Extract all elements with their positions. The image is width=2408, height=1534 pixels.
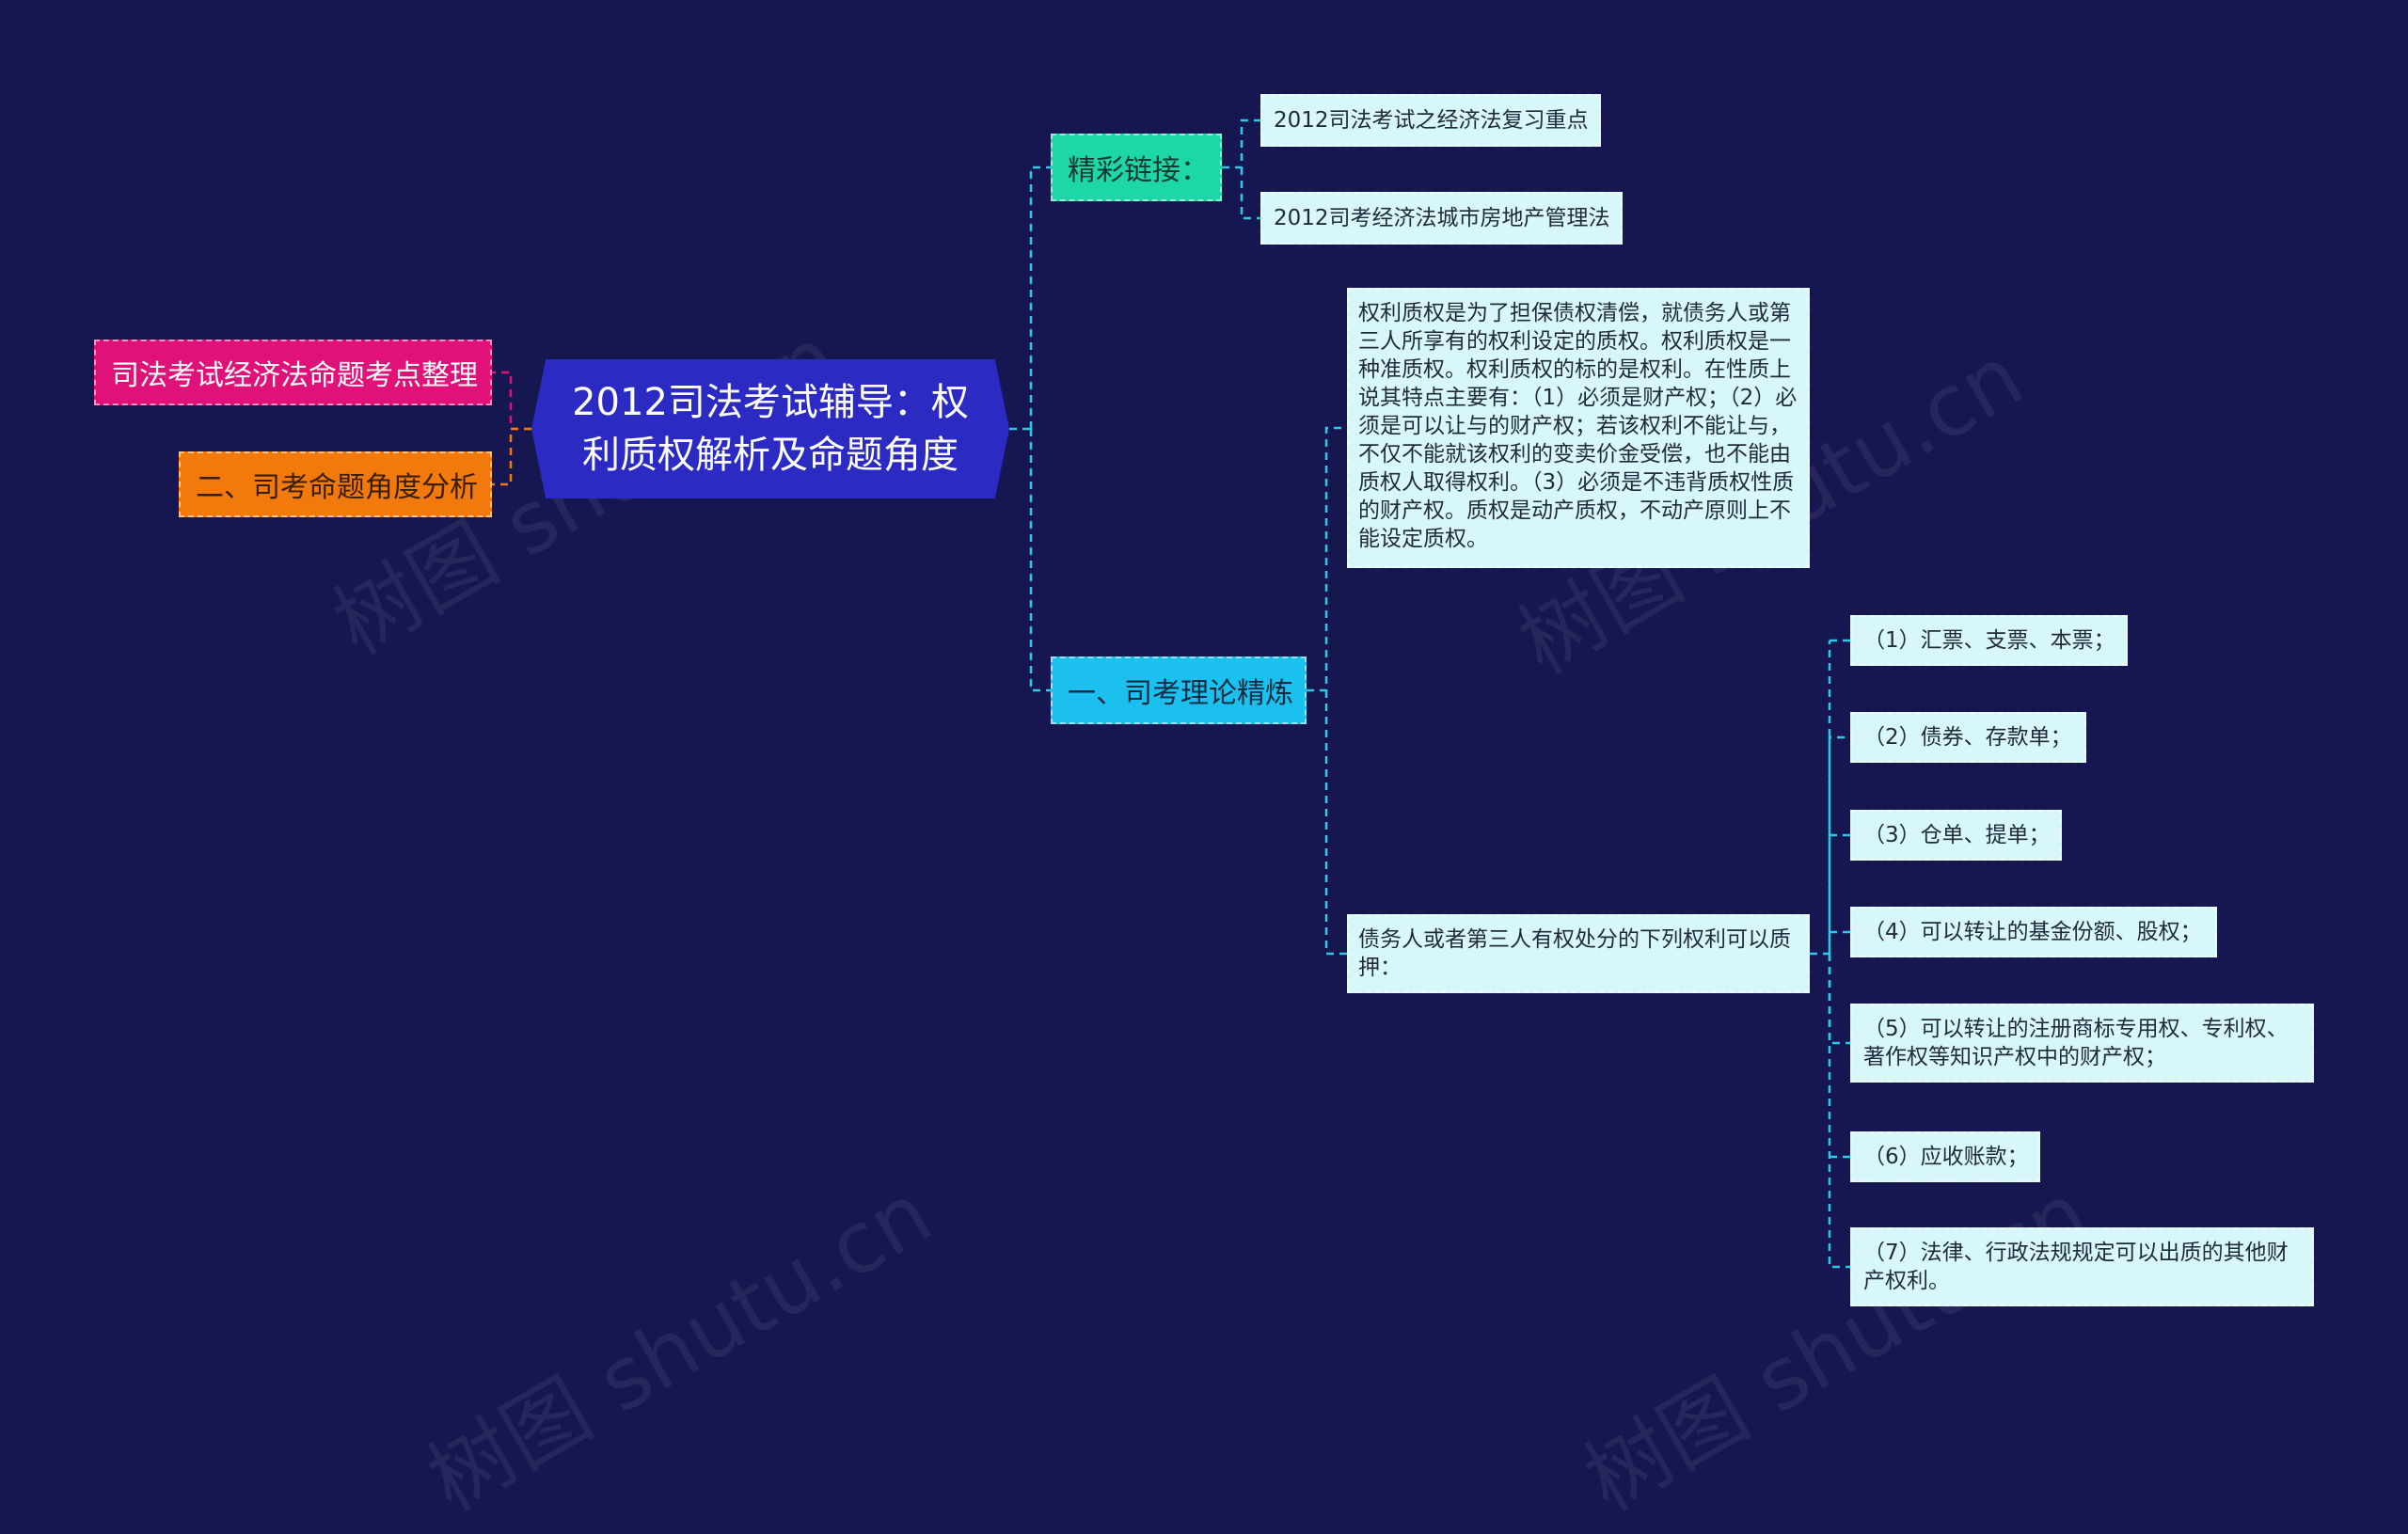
connector-links-2 (1240, 167, 1260, 220)
theory-paragraph[interactable]: 权利质权是为了担保债权清偿，就债务人或第三人所享有的权利设定的质权。权利质权是一… (1347, 288, 1810, 568)
pledge-item-1[interactable]: （1）汇票、支票、本票； (1850, 615, 2128, 666)
pledge-item-5[interactable]: （5）可以转让的注册商标专用权、专利权、著作权等知识产权中的财产权； (1850, 1004, 2314, 1083)
connector-item-5 (1828, 954, 1850, 1045)
link-item-2[interactable]: 2012司考经济法城市房地产管理法 (1260, 192, 1623, 245)
mindmap-canvas: 树图 shutu.cn 树图 shutu.cn 树图 shutu.cn 树图 s… (94, 94, 2314, 1530)
connector-left-2 (492, 427, 531, 486)
connector-item-2 (1828, 735, 1850, 954)
connector-pledge-trunk (1810, 640, 1831, 956)
connector-left-1 (492, 371, 531, 431)
link-item-1[interactable]: 2012司法考试之经济法复习重点 (1260, 94, 1601, 147)
connector-to-theory (1029, 429, 1051, 692)
branch-theory[interactable]: 一、司考理论精炼 (1051, 656, 1307, 724)
pledge-item-7[interactable]: （7）法律、行政法规规定可以出质的其他财产权利。 (1850, 1227, 2314, 1306)
pledge-item-6[interactable]: （6）应收账款； (1850, 1131, 2040, 1182)
connector-theory-para (1307, 426, 1347, 692)
branch-exam-topics[interactable]: 司法考试经济法命题考点整理 (94, 340, 492, 405)
connector-lines (492, 119, 1850, 1269)
branch-exam-angles[interactable]: 二、司考命题角度分析 (179, 451, 492, 517)
connector-theory-pledge (1324, 690, 1347, 956)
pledge-intro[interactable]: 债务人或者第三人有权处分的下列权利可以质押： (1347, 914, 1810, 993)
connector-item-7 (1828, 954, 1850, 1269)
connector-links-1 (1222, 119, 1260, 169)
pledge-item-3[interactable]: （3）仓单、提单； (1850, 810, 2062, 861)
pledge-item-4[interactable]: （4）可以转让的基金份额、股权； (1850, 907, 2217, 957)
root-topic[interactable]: 2012司法考试辅导：权利质权解析及命题角度 (531, 359, 1009, 498)
branch-links[interactable]: 精彩链接： (1051, 134, 1222, 201)
connector-to-links (1029, 166, 1051, 429)
pledge-item-2[interactable]: （2）债券、存款单； (1850, 712, 2086, 763)
